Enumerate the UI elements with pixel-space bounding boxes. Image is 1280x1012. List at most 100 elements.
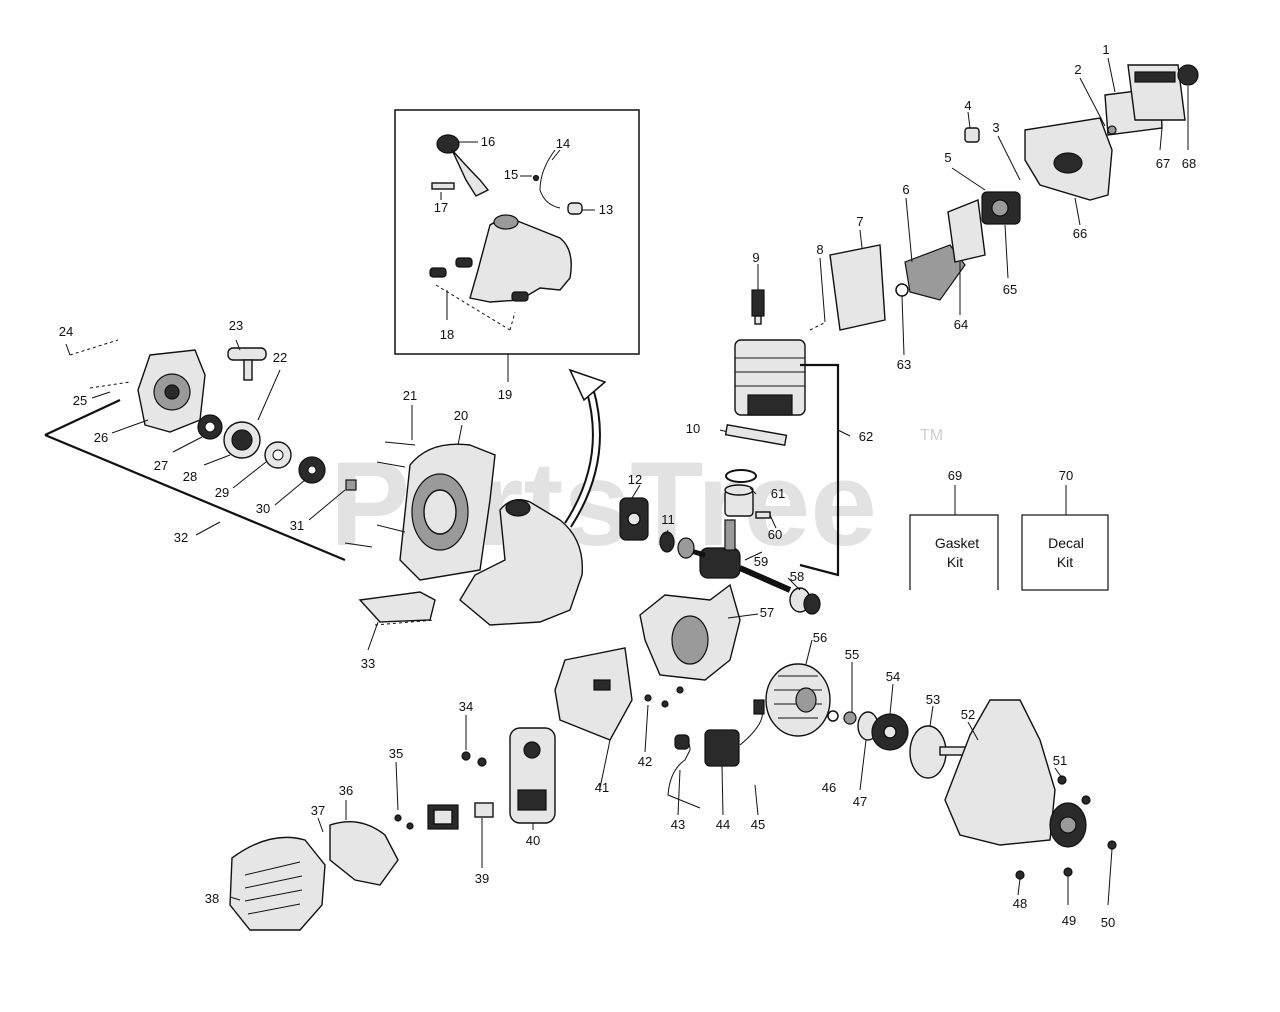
- o-ring-part[interactable]: [895, 283, 909, 297]
- starter-spring-part[interactable]: [197, 414, 223, 440]
- muffler-cover-part[interactable]: [329, 821, 399, 886]
- carburetor-part[interactable]: [981, 191, 1021, 225]
- cylinder-gasket-part[interactable]: [724, 424, 788, 446]
- callout-3: 3: [992, 120, 999, 135]
- clutch-drum-part[interactable]: [909, 725, 969, 779]
- fan-housing-part[interactable]: [399, 443, 496, 581]
- callout-64: 64: [954, 317, 968, 332]
- callout-7: 7: [856, 214, 863, 229]
- callout-58: 58: [790, 569, 804, 584]
- fuel-tank-assembly-part[interactable]: [459, 499, 584, 626]
- fuel-cap-part[interactable]: [436, 134, 490, 197]
- inset-box: [394, 109, 640, 355]
- crankcase-part[interactable]: [639, 583, 741, 681]
- callout-41: 41: [595, 780, 609, 795]
- callout-25: 25: [73, 393, 87, 408]
- callout-20: 20: [454, 408, 468, 423]
- callout-6: 6: [902, 182, 909, 197]
- callout-39: 39: [475, 871, 489, 886]
- decal-kit-box[interactable]: Decal Kit: [1021, 514, 1109, 591]
- muffler-guard-part[interactable]: [229, 836, 326, 931]
- callout-30: 30: [256, 501, 270, 516]
- carburetor-gasket-part[interactable]: [947, 199, 986, 263]
- guard-bracket-part[interactable]: [358, 591, 436, 623]
- callout-55: 55: [845, 647, 859, 662]
- piston-ring-part[interactable]: [725, 469, 757, 483]
- starter-washer-part[interactable]: [264, 441, 292, 469]
- callout-28: 28: [183, 469, 197, 484]
- callout-45: 45: [751, 817, 765, 832]
- spark-arrestor-part[interactable]: [474, 802, 494, 818]
- fuel-tank-part[interactable]: [429, 214, 572, 331]
- callout-56: 56: [813, 630, 827, 645]
- fuel-line-part[interactable]: [532, 149, 583, 215]
- callout-36: 36: [339, 783, 353, 798]
- spark-plug-part[interactable]: [751, 289, 765, 325]
- flywheel-nut-part[interactable]: [843, 711, 857, 725]
- callout-4: 4: [964, 98, 971, 113]
- cylinder-bracket: [799, 363, 840, 577]
- callout-9: 9: [752, 250, 759, 265]
- filter-nut-part[interactable]: [1107, 125, 1117, 135]
- callout-37: 37: [311, 803, 325, 818]
- callout-33: 33: [361, 656, 375, 671]
- piston-pin-part[interactable]: [755, 511, 771, 519]
- callout-52: 52: [961, 707, 975, 722]
- spark-plug-boot-part[interactable]: [667, 734, 701, 809]
- clutch-housing-part[interactable]: [944, 699, 1087, 848]
- assembly-bracket: [44, 399, 346, 562]
- callout-42: 42: [638, 754, 652, 769]
- clutch-assembly-part[interactable]: [871, 713, 909, 751]
- watermark-trademark: TM: [920, 427, 943, 444]
- ignition-coil-part[interactable]: [704, 699, 765, 767]
- intake-manifold-part[interactable]: [904, 244, 966, 301]
- callout-14: 14: [556, 136, 570, 151]
- callout-16: 16: [481, 134, 495, 149]
- crankshaft-bearing-part[interactable]: [659, 531, 695, 559]
- callout-44: 44: [716, 817, 730, 832]
- air-filter-housing-part[interactable]: [1127, 64, 1186, 121]
- cylinder-part[interactable]: [734, 339, 806, 416]
- callout-38: 38: [205, 891, 219, 906]
- callout-54: 54: [886, 669, 900, 684]
- callout-5: 5: [944, 150, 951, 165]
- muffler-part[interactable]: [509, 727, 556, 824]
- callout-2: 2: [1074, 62, 1081, 77]
- flywheel-washer-part[interactable]: [827, 710, 839, 722]
- callout-62: 62: [859, 429, 873, 444]
- flywheel-part[interactable]: [765, 663, 831, 737]
- cover-knob-part[interactable]: [1177, 64, 1199, 86]
- callout-26: 26: [94, 430, 108, 445]
- callout-66: 66: [1073, 226, 1087, 241]
- muffler-gasket-part[interactable]: [427, 804, 459, 830]
- callout-40: 40: [526, 833, 540, 848]
- insulator-plate-part[interactable]: [829, 244, 886, 331]
- callout-68: 68: [1182, 156, 1196, 171]
- callout-61: 61: [771, 486, 785, 501]
- callout-15: 15: [504, 167, 518, 182]
- fuel-primer-part[interactable]: [964, 127, 980, 143]
- piston-part[interactable]: [724, 484, 754, 517]
- muffler-bolts-part[interactable]: [394, 751, 487, 830]
- gasket-kit-box[interactable]: Gasket Kit: [909, 514, 999, 590]
- heat-shield-part[interactable]: [554, 647, 633, 741]
- starter-nut-part[interactable]: [345, 479, 357, 491]
- callout-17: 17: [434, 200, 448, 215]
- callout-59: 59: [754, 554, 768, 569]
- gasket-kit-label-line2: Kit: [947, 554, 963, 570]
- callout-1: 1: [1102, 42, 1109, 57]
- starter-pawl-hub-part[interactable]: [298, 456, 326, 484]
- callout-35: 35: [389, 746, 403, 761]
- crankcase-screws-part[interactable]: [644, 686, 684, 708]
- callout-63: 63: [897, 357, 911, 372]
- callout-29: 29: [215, 485, 229, 500]
- starter-handle-part[interactable]: [227, 347, 267, 381]
- air-filter-cover-part[interactable]: [1024, 117, 1113, 201]
- starter-housing-part[interactable]: [137, 349, 206, 433]
- ignition-module-part[interactable]: [619, 497, 649, 541]
- decal-kit-label-line2: Kit: [1057, 554, 1073, 570]
- fuel-filter-part[interactable]: [431, 182, 455, 190]
- main-bearing-part[interactable]: [789, 587, 821, 615]
- starter-pulley-part[interactable]: [223, 421, 261, 459]
- arrow-icon: [568, 368, 607, 402]
